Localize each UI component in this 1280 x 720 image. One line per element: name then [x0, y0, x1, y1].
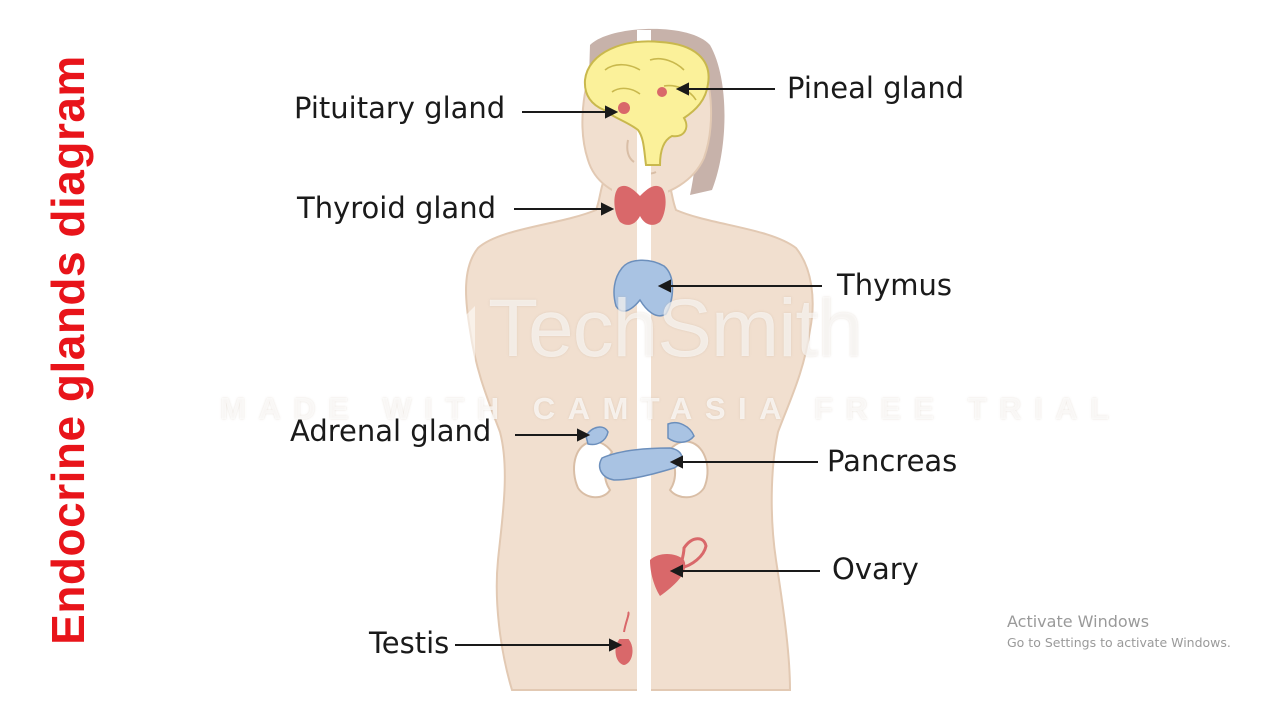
- label-pituitary-gland: Pituitary gland: [294, 91, 506, 125]
- brain: [583, 40, 710, 166]
- label-thymus: Thymus: [837, 268, 952, 302]
- activate-windows-title: Activate Windows: [1007, 612, 1150, 631]
- thymus: [613, 259, 674, 317]
- pancreas: [598, 447, 683, 481]
- leader-lines: [455, 82, 822, 652]
- pineal-gland: [657, 87, 667, 97]
- label-testis: Testis: [369, 626, 450, 660]
- watermark-subtitle: MADE WITH CAMTASIA FREE TRIAL: [220, 391, 1122, 426]
- label-thyroid-gland: Thyroid gland: [297, 191, 496, 225]
- ovary: [677, 537, 708, 570]
- activate-windows-subtitle: Go to Settings to activate Windows.: [1007, 635, 1231, 650]
- right-adrenal-gland: [667, 422, 695, 443]
- watermark-brand: TechSmith: [488, 283, 863, 374]
- left-adrenal-gland: [585, 426, 609, 446]
- thyroid-gland: [614, 185, 666, 225]
- label-ovary: Ovary: [832, 552, 919, 586]
- label-pineal-gland: Pineal gland: [787, 71, 965, 105]
- uterus: [650, 554, 686, 596]
- label-pancreas: Pancreas: [827, 444, 958, 478]
- label-adrenal-gland: Adrenal gland: [290, 414, 492, 448]
- testis: [615, 611, 633, 666]
- brain-folds: [604, 57, 697, 101]
- techsmith-logo-icon: [408, 299, 475, 362]
- left-kidney: [573, 440, 614, 499]
- pituitary-gland: [618, 102, 630, 114]
